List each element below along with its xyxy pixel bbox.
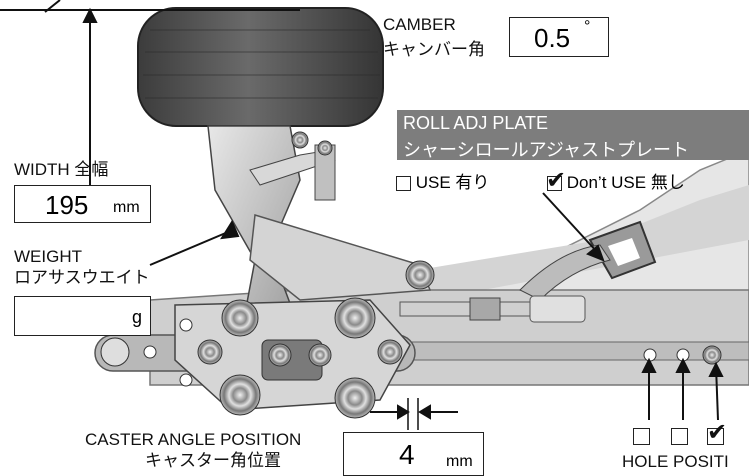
upper-arm <box>249 214 432 301</box>
roll-plate-title-en: ROLL ADJ PLATE <box>403 113 549 133</box>
camber-value: 0.5 <box>534 23 571 53</box>
weight-input[interactable]: g <box>14 296 151 336</box>
camber-label-en: CAMBER <box>383 15 456 34</box>
dont-use-checkbox[interactable]: ✔ <box>546 169 566 193</box>
use-label: USE 有り <box>415 173 490 192</box>
roll-plate-use-option[interactable]: USE 有り <box>396 168 489 193</box>
dimension-lines <box>0 0 724 430</box>
caster-unit: mm <box>446 453 473 470</box>
roll-plate-banner: ROLL ADJ PLATE シャーシロールアジャストプレート <box>397 110 749 160</box>
tire <box>137 7 384 127</box>
width-unit: mm <box>113 199 140 216</box>
hole-checkbox-1[interactable] <box>633 428 650 445</box>
roll-plate-title-jp: シャーシロールアジャストプレート <box>403 140 690 160</box>
dont-use-label: Don’t USE 無し <box>566 173 685 192</box>
roll-plate-dont-use-option[interactable]: ✔ Don’t USE 無し <box>546 168 685 193</box>
chassis-rail <box>404 341 749 361</box>
camber-input[interactable]: 0.5 ° <box>509 17 609 57</box>
weight-label-jp: ロアサスウエイト <box>14 268 150 287</box>
camber-unit: ° <box>584 18 591 35</box>
camber-label-jp: キャンバー角 <box>383 40 485 59</box>
hole-checkbox-3[interactable]: ✔ <box>707 421 727 445</box>
caster-input[interactable]: 4 mm <box>343 432 484 476</box>
width-label: WIDTH 全幅 <box>14 160 109 179</box>
check-icon: ✔ <box>546 167 567 195</box>
caster-label-jp: キャスター角位置 <box>145 451 281 470</box>
weight-label-en: WEIGHT <box>14 247 82 266</box>
weight-unit: g <box>132 307 143 327</box>
use-checkbox[interactable] <box>396 176 411 192</box>
width-input[interactable]: 195 mm <box>14 185 151 223</box>
caster-label-en: CASTER ANGLE POSITION <box>85 430 302 449</box>
hole-checkbox-2[interactable] <box>671 428 688 445</box>
caster-value: 4 <box>399 439 415 470</box>
bearings <box>100 131 722 419</box>
roll-arm <box>519 244 611 301</box>
width-value: 195 <box>45 190 89 220</box>
hole-position-label: HOLE POSITI <box>622 452 729 471</box>
check-icon: ✔ <box>707 419 728 446</box>
